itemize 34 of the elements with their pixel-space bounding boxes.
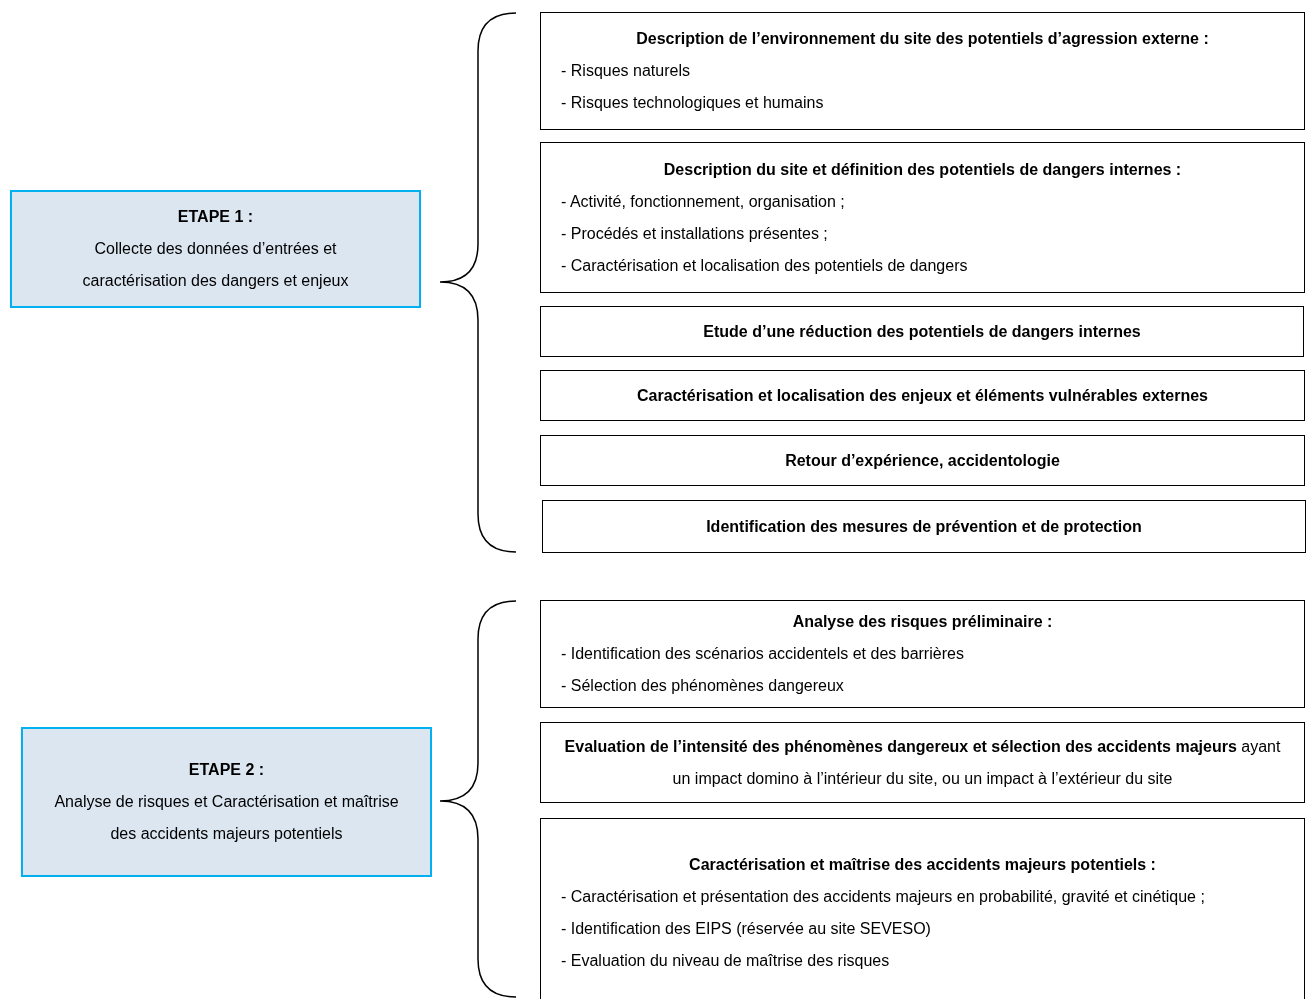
body-text: - Evaluation du niveau de maîtrise des risques bbox=[561, 951, 891, 971]
content-box bbox=[540, 722, 1305, 803]
heading-text: Description de l’environnement du site des potentiels d’agression externe : bbox=[635, 29, 1210, 49]
body-text: Evaluation de l’intensité des phénomènes dangereux et sélection des accidents majeurs ayant un impact domino à l’intérieur du site, ou un impact à l’extérieur du site bbox=[563, 736, 1282, 789]
heading-text: Etude d’une réduction des potentiels de dangers internes bbox=[702, 321, 1142, 342]
body-text: - Risques technologiques et humains bbox=[561, 93, 825, 113]
heading-text: ETAPE 1 : bbox=[177, 207, 254, 227]
heading-text: Caractérisation et localisation des enjeux et éléments vulnérables externes bbox=[636, 385, 1209, 406]
heading-text: Caractérisation et maîtrise des accidents majeurs potentiels : bbox=[688, 855, 1157, 875]
content-box bbox=[540, 435, 1305, 486]
heading-text: Identification des mesures de prévention et de protection bbox=[705, 516, 1143, 537]
body-text: - Risques naturels bbox=[561, 61, 691, 81]
body-text: - Caractérisation et présentation des accidents majeurs en probabilité, gravité et cinétique ; bbox=[561, 887, 1206, 907]
body-text: - Identification des EIPS (réservée au site SEVESO) bbox=[561, 919, 932, 939]
body-text: - Activité, fonctionnement, organisation ; bbox=[561, 191, 846, 212]
content-box bbox=[540, 12, 1305, 130]
step-box bbox=[10, 190, 421, 308]
content-box bbox=[540, 370, 1305, 421]
heading-text: ETAPE 2 : bbox=[188, 760, 265, 780]
content-box bbox=[540, 818, 1305, 999]
body-text: Analyse de risques et Caractérisation et maîtrise des accidents majeurs potentiels bbox=[53, 792, 400, 844]
body-text: - Caractérisation et localisation des potentiels de dangers bbox=[561, 255, 969, 276]
heading-text: Description du site et définition des potentiels de dangers internes : bbox=[662, 159, 1183, 180]
content-box bbox=[540, 306, 1304, 357]
step-box bbox=[21, 727, 432, 877]
heading-text: Retour d’expérience, accidentologie bbox=[784, 450, 1061, 471]
body-text: - Procédés et installations présentes ; bbox=[561, 223, 829, 244]
content-box bbox=[542, 500, 1306, 553]
body-text: - Identification des scénarios accidentels et des barrières bbox=[561, 644, 965, 664]
content-box bbox=[540, 142, 1305, 293]
content-box bbox=[540, 600, 1305, 708]
heading-text: Analyse des risques préliminaire : bbox=[791, 612, 1054, 632]
body-text: Collecte des données d’entrées et caractérisation des dangers et enjeux bbox=[81, 239, 350, 291]
body-text: - Sélection des phénomènes dangereux bbox=[561, 676, 845, 696]
